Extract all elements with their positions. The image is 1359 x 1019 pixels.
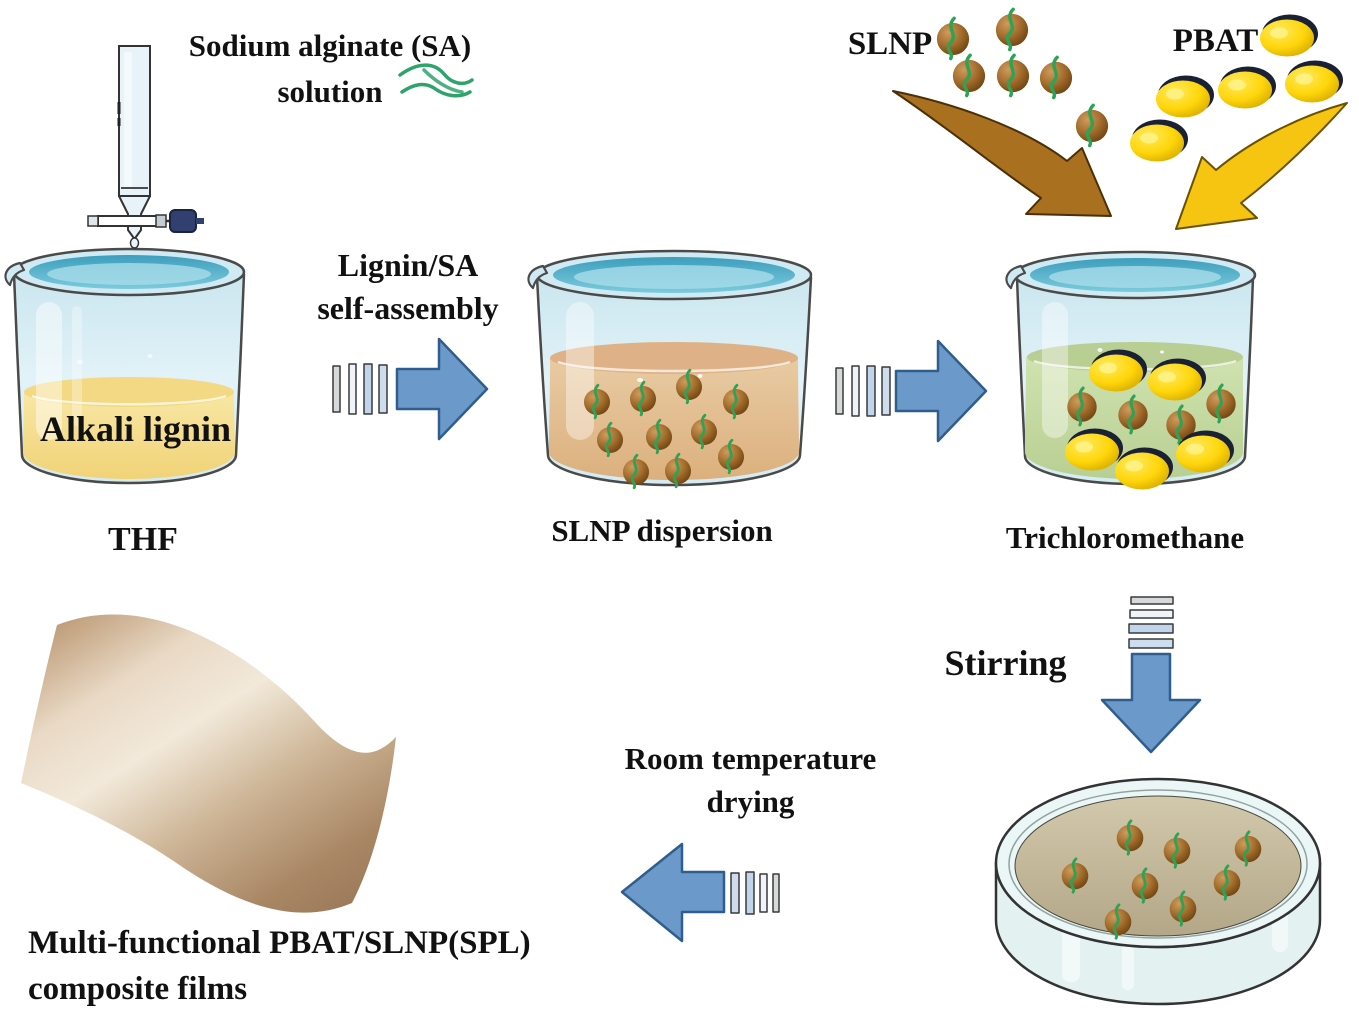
label-thf: THF [108,521,178,558]
arrow-self-assembly [332,337,489,441]
label-slnp-dispersion: SLNP dispersion [551,513,773,548]
alginate-squiggle-icon [398,63,474,98]
label-room-temp-line1: Room temperature [624,741,877,776]
composite-film [21,614,396,913]
label-composite-film-line2: composite films [28,971,248,1007]
arrow-drying-left [620,842,780,943]
label-stirring: Stirring [944,643,1067,683]
burette [87,45,204,249]
arrow-stirring-down [1100,596,1202,754]
droplet [129,237,140,249]
stopcock [87,209,204,233]
label-alkali-lignin: Alkali lignin [39,409,232,449]
slnp-arrow [892,90,1112,217]
label-pbat: PBAT [1172,23,1259,59]
label-sodium-alginate-line2: solution [277,74,383,109]
label-room-temp-line2: drying [706,784,795,819]
label-self-assembly-line1: Lignin/SA [337,247,479,283]
label-sodium-alginate-line1: Sodium alginate (SA) [188,28,472,63]
label-slnp: SLNP [847,26,933,62]
beaker-slnp-dispersion [527,249,813,490]
petri-dish [994,777,1322,1006]
pbat-arrow [1175,102,1348,230]
arrow-mixing [835,339,988,443]
label-composite-film-line1: Multi-functional PBAT/SLNP(SPL) [28,925,531,961]
beaker-trichloromethane [1005,250,1257,490]
beaker-thf [4,247,246,485]
label-trichloromethane: Trichloromethane [1005,520,1245,555]
label-self-assembly-line2: self-assembly [317,290,499,326]
